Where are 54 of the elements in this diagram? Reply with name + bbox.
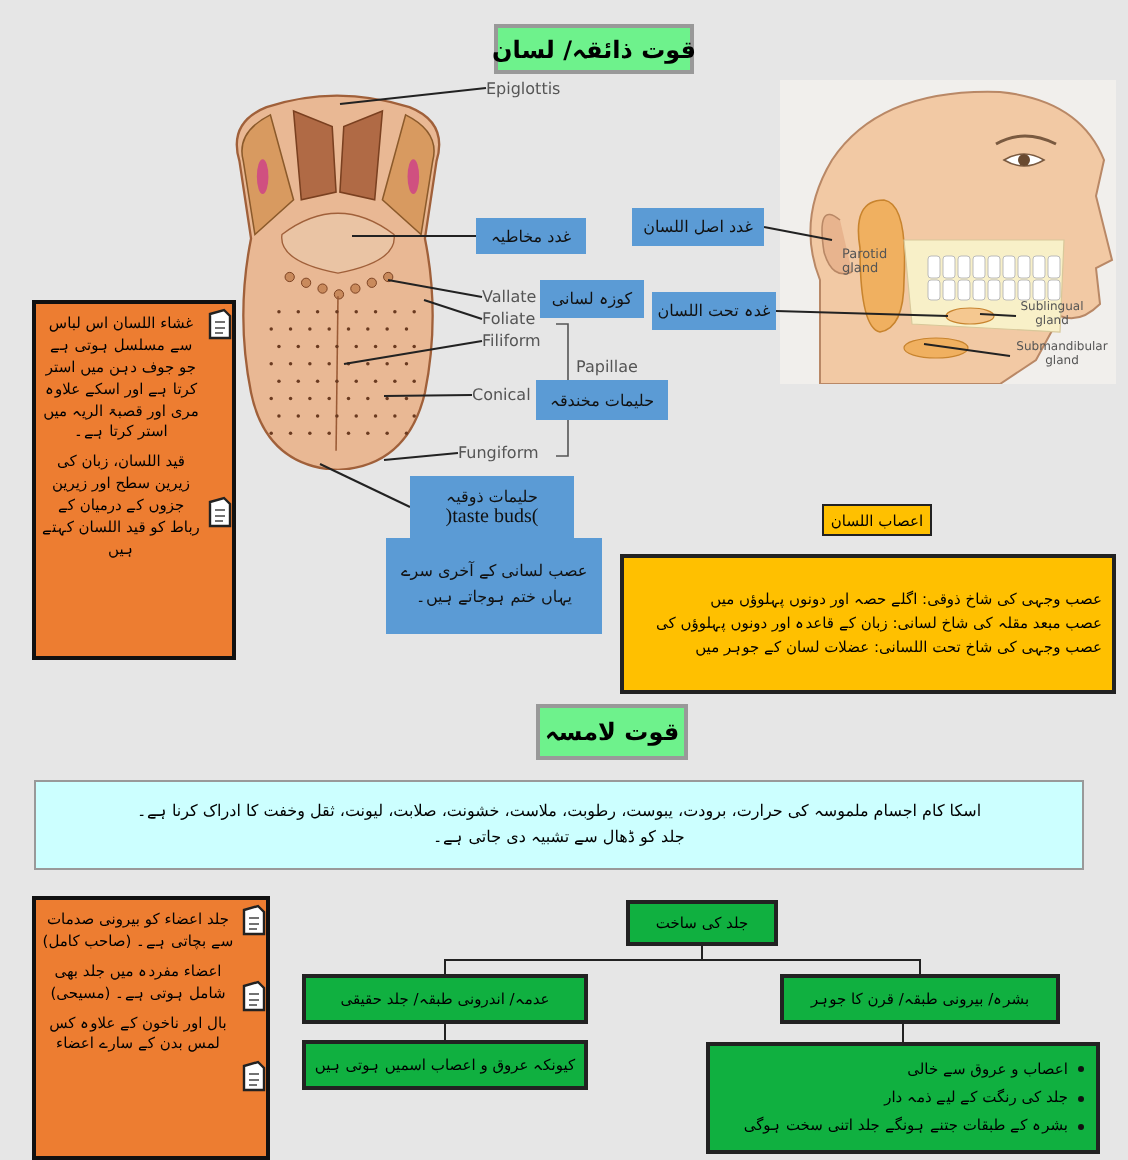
tree-box — [626, 900, 778, 946]
title-box — [494, 24, 694, 74]
title-box — [536, 704, 688, 760]
label-box — [476, 218, 586, 254]
tree-box — [780, 974, 1060, 1024]
box-text: اسکا کام اجسام ملموسہ کی حرارت، برودت، یبوست، رطوبت، ملاست، خشونت، صلابت، لیونت، ثقل وخفت کا ادراک کرنا ہے۔ — [136, 799, 982, 824]
leader-line — [319, 463, 411, 508]
leader-line — [775, 310, 949, 317]
part-label: Fungiform — [458, 442, 534, 464]
label-box — [632, 208, 764, 246]
box-text: غدہ تحت اللسان — [657, 302, 771, 320]
leader-line — [423, 299, 483, 320]
box-text: حلیمات مخندقہ — [549, 391, 655, 409]
leader-line — [339, 87, 487, 105]
part-label: Papillae — [576, 360, 638, 378]
face-drawing — [780, 80, 1116, 384]
box-text: حلیمات ذوقیہ — [446, 487, 538, 505]
box-text: عصب لسانی کے آخری سرے یہاں ختم ہوجاتے ہیں۔ — [398, 560, 590, 610]
text-box — [620, 554, 1116, 694]
label-box — [410, 476, 574, 538]
box-text: غدد اصل اللسان — [643, 218, 753, 236]
leader-line — [383, 452, 459, 461]
heading: قوت ذائقہ/ لسان — [491, 35, 697, 63]
leader-line — [343, 340, 483, 365]
box-text: غدد مخاطیہ — [490, 227, 572, 245]
leader-line — [763, 226, 833, 241]
connector-line — [701, 945, 921, 975]
note-panel — [32, 896, 270, 1160]
label-box — [386, 538, 602, 634]
label-box — [652, 292, 776, 330]
text-box — [34, 780, 1084, 870]
leader-line — [923, 343, 1011, 357]
part-label: Foliate — [482, 308, 536, 330]
box-text: )taste buds( — [445, 505, 539, 527]
tree-box — [302, 1040, 588, 1090]
label-box — [536, 380, 668, 420]
connector-line — [902, 1023, 904, 1043]
leader-line — [351, 235, 477, 237]
tree-box — [706, 1042, 1100, 1154]
note-panel — [32, 300, 236, 660]
part-label: Filiform — [482, 330, 542, 352]
tree-box — [302, 974, 588, 1024]
connector-line — [444, 1023, 446, 1041]
part-label: Vallate — [482, 286, 538, 308]
leader-line — [387, 279, 483, 298]
box-text: کوزہ لسانی — [551, 290, 633, 308]
heading-box — [822, 504, 932, 536]
heading: قوت لامسہ — [544, 718, 680, 746]
leader-line — [979, 313, 1017, 317]
box-text: جلد کو ڈھال سے تشبیہ دی جاتی ہے۔ — [433, 825, 685, 850]
label-box — [540, 280, 644, 318]
part-label: Epiglottis — [486, 76, 586, 100]
leader-line — [383, 394, 473, 397]
part-label: Conical — [472, 384, 532, 406]
